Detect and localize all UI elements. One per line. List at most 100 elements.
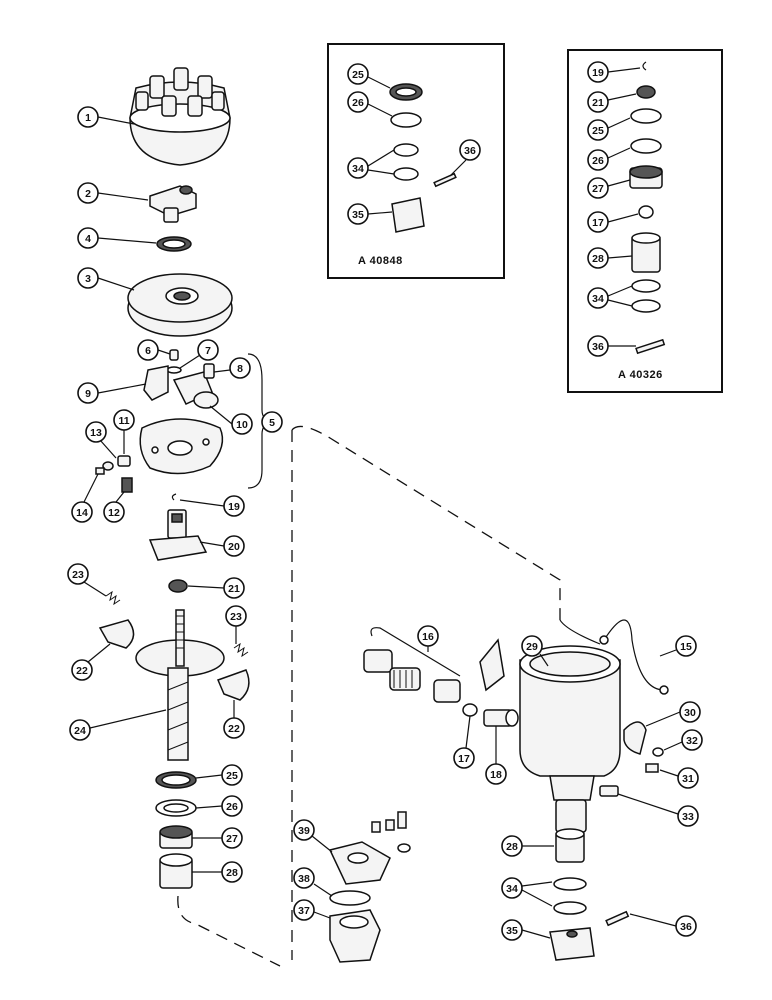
weight-right: [216, 669, 250, 701]
svg-text:23: 23: [230, 611, 242, 623]
callout-19: 19: [179, 495, 245, 517]
callout-23b: 23: [225, 605, 247, 644]
svg-text:31: 31: [682, 773, 694, 785]
svg-text:28: 28: [226, 867, 238, 879]
svg-text:19: 19: [228, 501, 240, 513]
callout-28-right: 28: [501, 835, 554, 857]
spring-left: [105, 590, 121, 606]
callout-29: 29: [521, 635, 549, 667]
svg-text:34: 34: [506, 883, 518, 895]
callout-27: 27: [192, 827, 243, 849]
callout-39: 39: [293, 819, 333, 853]
callout-12: 12: [103, 491, 125, 523]
svg-text:12: 12: [108, 507, 120, 519]
svg-text:23: 23: [72, 569, 84, 581]
callout-8: 8: [213, 357, 251, 379]
svg-text:35: 35: [352, 209, 364, 221]
svg-text:10: 10: [236, 419, 248, 431]
callout-17: 17: [453, 715, 475, 769]
svg-text:35: 35: [506, 925, 518, 937]
svg-text:25: 25: [592, 125, 604, 137]
inset2-washer-34b: [631, 299, 661, 313]
washer-34b: [553, 901, 587, 915]
inset2-callout-21: 21: [587, 91, 637, 113]
clamp-30: [623, 721, 647, 755]
svg-text:17: 17: [592, 217, 604, 229]
callout-32: 32: [663, 729, 703, 751]
callout-7: 7: [179, 339, 219, 369]
rotor: [149, 185, 197, 223]
inset2-washer-25: [630, 108, 662, 124]
ground-wire: [559, 619, 665, 691]
inset2-pin-36: [635, 338, 666, 355]
inset2-callout-25: 25: [587, 117, 631, 141]
inset2-washer-26: [630, 138, 662, 154]
svg-text:14: 14: [76, 507, 88, 519]
svg-text:11: 11: [118, 415, 129, 427]
callout-21: 21: [187, 577, 245, 599]
svg-text:13: 13: [90, 427, 102, 439]
svg-text:21: 21: [228, 583, 240, 595]
clamp-bracket: [328, 811, 411, 885]
svg-text:27: 27: [226, 833, 238, 845]
inset2-callout-34: 34: [587, 285, 633, 309]
inset2-retainer-21: [636, 85, 656, 99]
inset1-callout-36: 36: [449, 139, 481, 177]
inset2-clip-19: [642, 61, 647, 71]
svg-text:4: 4: [85, 233, 91, 245]
callout-28: 28: [192, 861, 243, 883]
inset1-washer-26: [390, 112, 422, 128]
washer-34a: [553, 877, 587, 891]
breaker-point-set: [143, 349, 219, 409]
bushing-28-right: [555, 828, 585, 863]
callout-37: 37: [293, 899, 331, 921]
callout-20: 20: [199, 535, 245, 557]
dust-shield: [127, 273, 233, 337]
callout-22b: 22: [223, 700, 245, 739]
inset1-gear-35: [391, 197, 425, 233]
svg-text:22: 22: [228, 723, 240, 735]
callout-36-right: 36: [629, 913, 697, 937]
callout-25: 25: [195, 764, 243, 786]
distributor-housing: [519, 645, 621, 833]
inset2-washer-34a: [631, 279, 661, 293]
callout-16: 16: [417, 625, 439, 652]
breaker-plate: [139, 418, 224, 475]
distributor-cap: [129, 67, 231, 166]
inset2-callout-36: 36: [587, 335, 636, 357]
callout-24: 24: [69, 709, 167, 741]
callout-5: 5: [261, 411, 283, 433]
callout-34-right: 34: [501, 877, 553, 907]
svg-text:17: 17: [458, 753, 470, 765]
gear-35: [549, 927, 595, 961]
bearing-27: [159, 825, 193, 849]
mounting-flange-37: [329, 909, 381, 963]
callout-38: 38: [293, 867, 333, 897]
inset1-callout-25: 25: [347, 63, 391, 89]
svg-text:38: 38: [298, 873, 310, 885]
svg-text:28: 28: [592, 253, 604, 265]
callout-6: 6: [137, 339, 171, 361]
spring-right: [233, 642, 249, 658]
svg-text:34: 34: [592, 293, 604, 305]
svg-text:8: 8: [237, 363, 243, 375]
svg-text:25: 25: [226, 770, 238, 782]
svg-text:24: 24: [74, 725, 86, 737]
svg-text:26: 26: [592, 155, 604, 167]
svg-text:30: 30: [684, 707, 696, 719]
callout-23a: 23: [67, 563, 107, 597]
inset2-washer-17: [638, 205, 654, 219]
distributor-shaft: [135, 609, 225, 761]
svg-text:18: 18: [490, 769, 502, 781]
fitting-33: [599, 785, 619, 797]
svg-text:27: 27: [592, 183, 604, 195]
bushing-set: [363, 649, 461, 703]
svg-text:20: 20: [228, 541, 240, 553]
guide-line-3: [291, 425, 561, 620]
svg-text:1: 1: [85, 112, 91, 124]
callout-4: 4: [77, 227, 157, 249]
svg-text:33: 33: [682, 811, 694, 823]
callout-26: 26: [195, 795, 243, 817]
callout-11: 11: [113, 409, 135, 454]
callout-18: 18: [485, 726, 507, 785]
